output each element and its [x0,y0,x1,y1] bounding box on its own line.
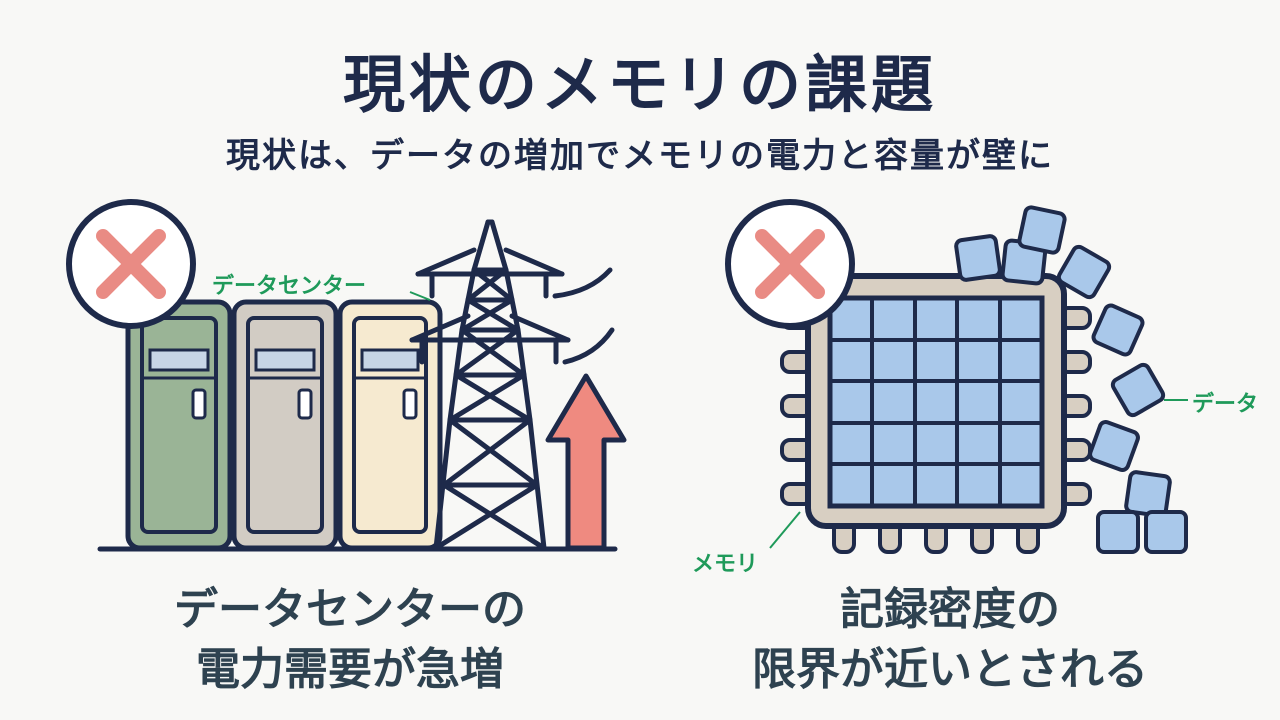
caption-line: 限界が近いとされる [752,644,1148,695]
server-rack-green [125,299,233,551]
label-datacenter: データセンター [212,274,367,299]
caption-line: 電力需要が急増 [196,644,504,695]
caption-line: データセンターの [174,584,526,635]
page-title: 現状のメモリの課題 [342,48,937,121]
increase-arrow-icon [545,373,627,551]
power-tower-icon [409,219,615,551]
cross-mark-icon [66,199,196,329]
server-rack-cream [337,299,443,551]
label-pointer-memory [769,511,801,549]
data-cubes [954,205,1188,554]
caption-memory-density: 記録密度の 限界が近いとされる [690,580,1210,700]
caption-line: 記録密度の [840,584,1060,635]
label-data: データ [1192,392,1259,417]
server-rack-beige [231,299,339,551]
page-subtitle: 現状は、データの増加でメモリの電力と容量が壁に [226,136,1054,176]
label-memory: メモリ [692,552,759,577]
cross-mark-icon [725,199,855,329]
memory-cell-grid [827,295,1045,509]
caption-datacenter: データセンターの 電力需要が急増 [90,580,610,700]
label-pointer-datacenter [409,291,431,301]
chip-pins-right [1058,306,1092,506]
